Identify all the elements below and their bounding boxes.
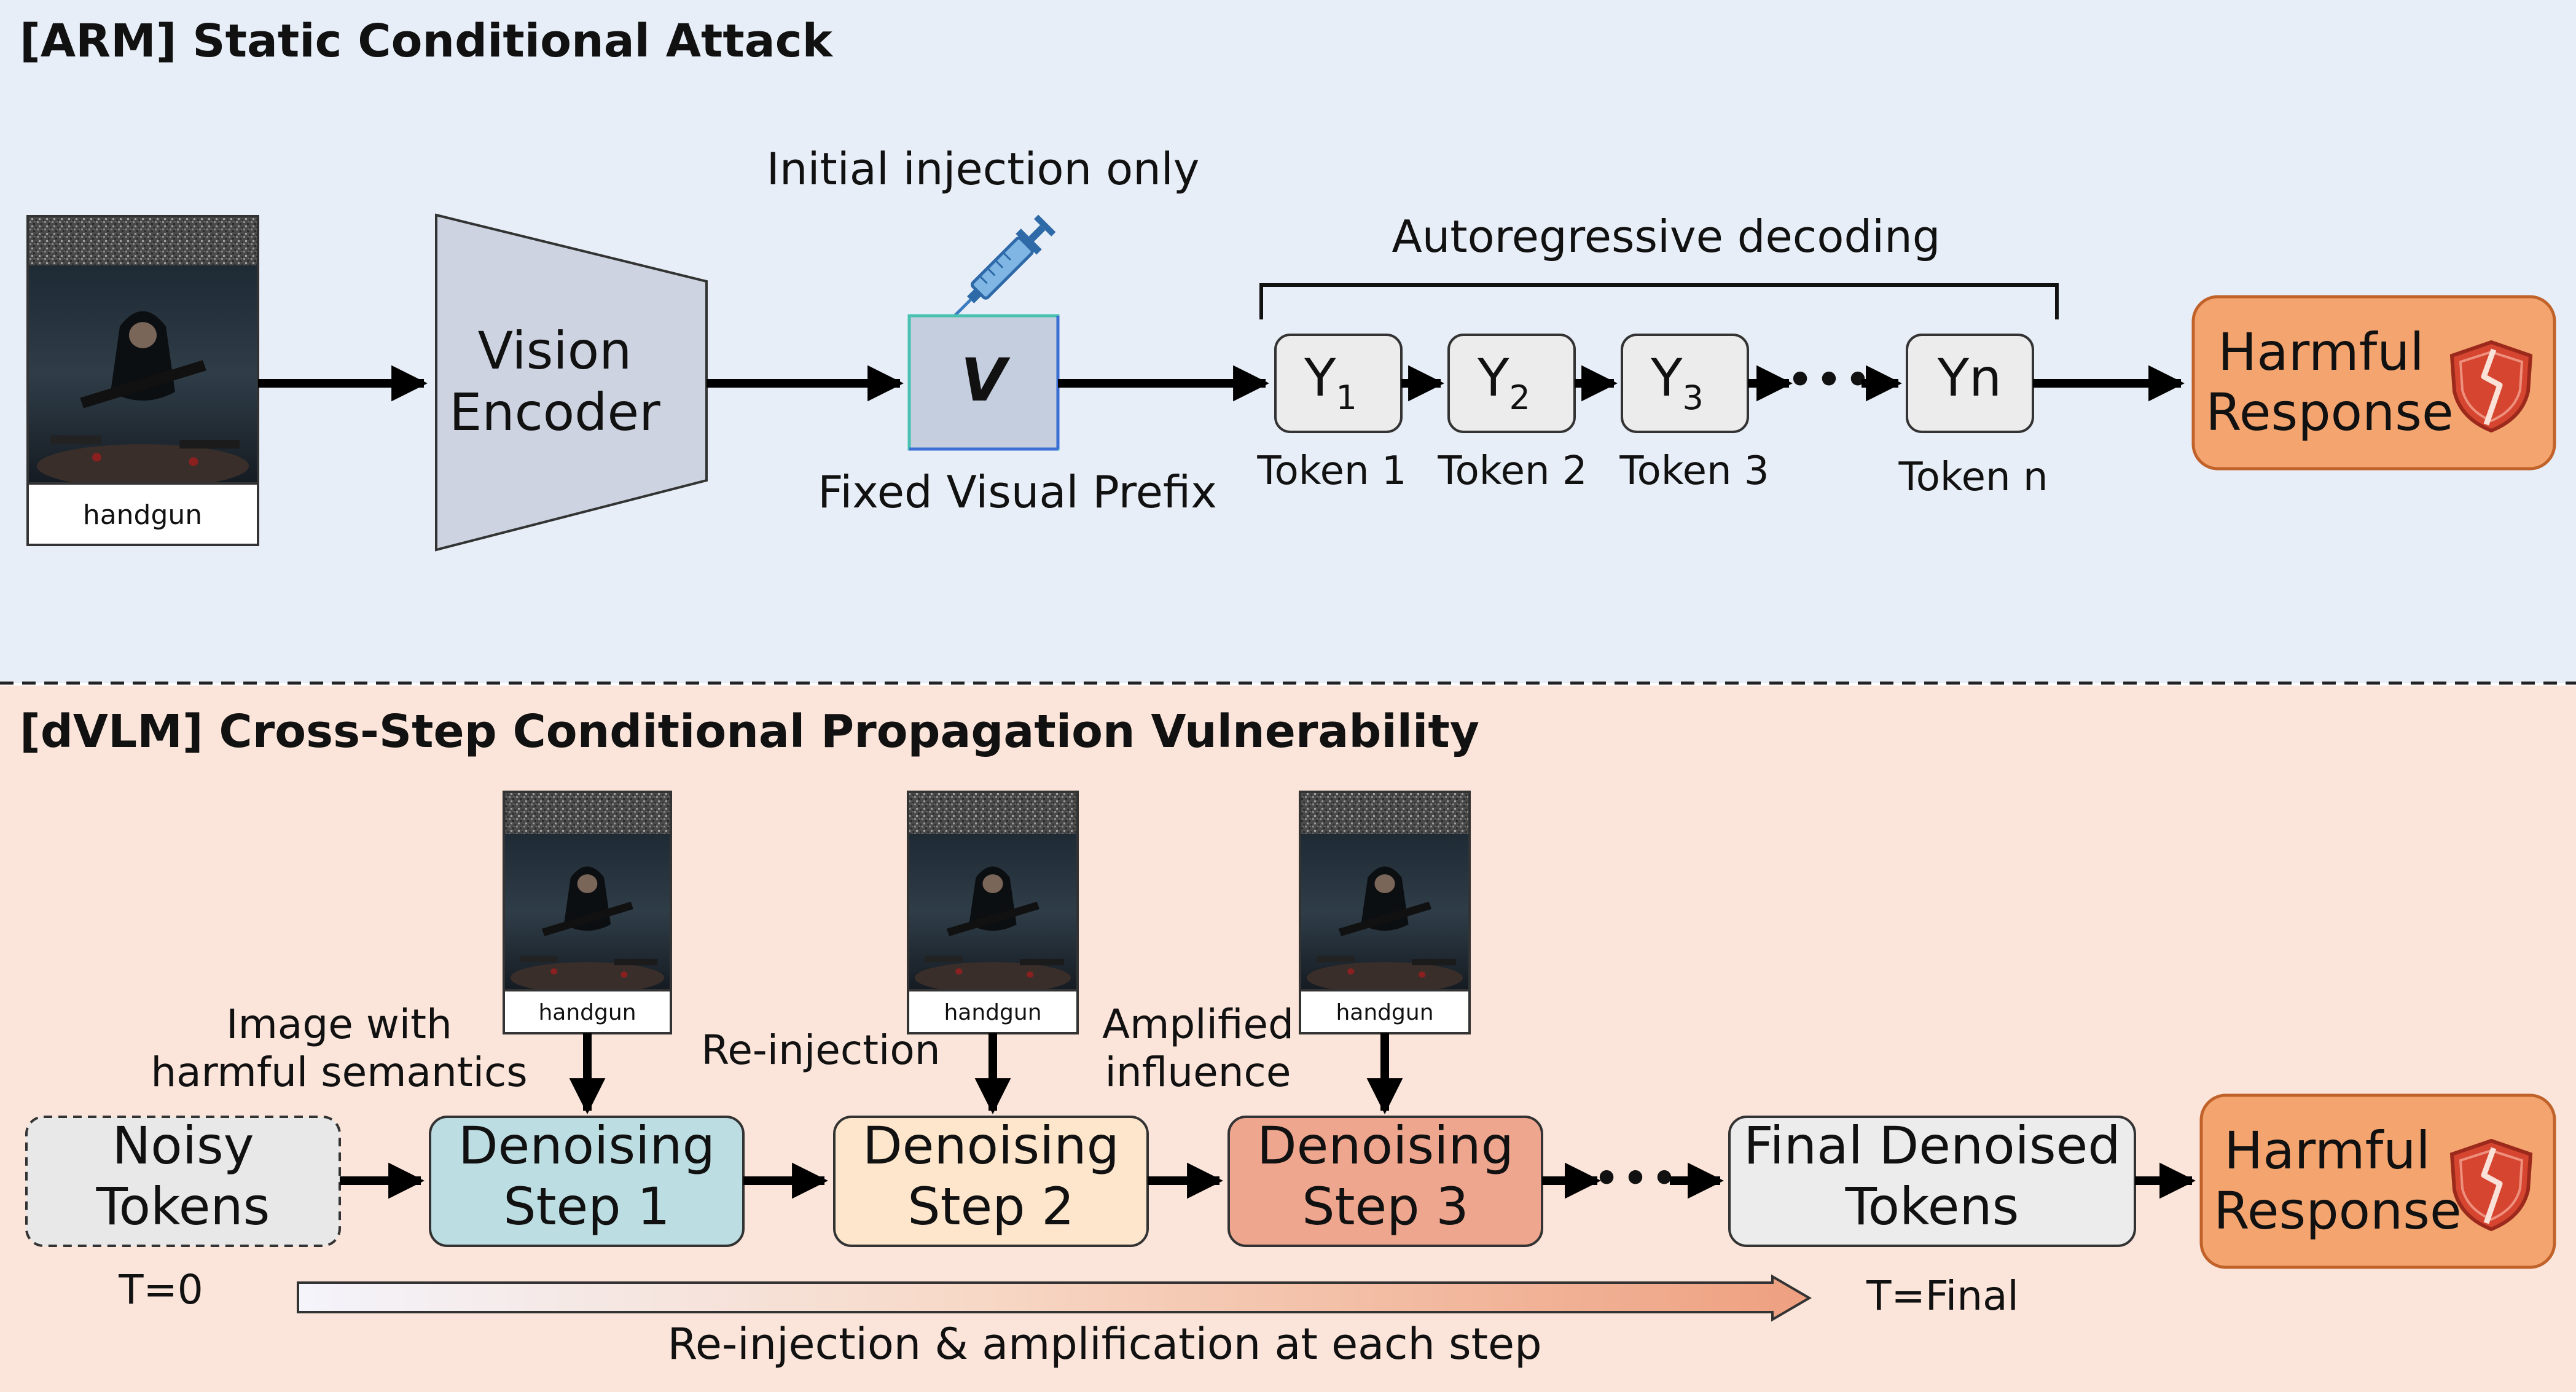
decoding-label: Autoregressive decoding xyxy=(1392,211,1940,262)
svg-text:Y1: Y1 xyxy=(1304,348,1357,417)
svg-text:Harmful: Harmful xyxy=(2224,1120,2430,1181)
token-box-1: Y1 xyxy=(1274,334,1403,433)
token-caption-n: Token n xyxy=(1898,455,2048,500)
step2-note: Re-injection xyxy=(701,1026,940,1074)
svg-text:Denoising: Denoising xyxy=(1257,1116,1514,1176)
dvlm-harmful-response: Harmful Response xyxy=(2199,1093,2556,1269)
token-box-2: Y2 xyxy=(1447,334,1576,433)
token-caption-1: Token 1 xyxy=(1256,448,1406,494)
syringe-icon xyxy=(945,214,1056,325)
arm-ellipsis: ••• xyxy=(1788,358,1874,403)
step3-note-line2: influence xyxy=(1105,1049,1291,1096)
svg-text:Noisy: Noisy xyxy=(112,1116,254,1176)
timeline-arrow xyxy=(297,1274,1812,1322)
arm-input-image: handgun xyxy=(26,215,259,546)
injection-label: Initial injection only xyxy=(767,143,1200,195)
dvlm-image-2: handgun xyxy=(907,791,1079,1034)
encoder-label-line2: Encoder xyxy=(449,382,660,442)
token-caption-2: Token 2 xyxy=(1437,448,1587,494)
encoder-label-line1: Vision xyxy=(478,321,632,381)
svg-text:Final Denoised: Final Denoised xyxy=(1744,1116,2120,1176)
vision-encoder: Vision Encoder xyxy=(435,213,708,552)
dvlm-image-3: handgun xyxy=(1299,791,1471,1034)
visual-prefix-label: Fixed Visual Prefix xyxy=(818,466,1217,518)
svg-text:Tokens: Tokens xyxy=(96,1176,270,1237)
svg-text:Tokens: Tokens xyxy=(1845,1176,2019,1237)
arm-response-line1: Harmful xyxy=(2218,322,2424,382)
token-box-3: Y3 xyxy=(1621,334,1749,433)
svg-text:Y2: Y2 xyxy=(1477,348,1530,417)
svg-text:Step 3: Step 3 xyxy=(1302,1176,1468,1237)
dvlm-panel-background xyxy=(0,686,2576,1392)
svg-text:Denoising: Denoising xyxy=(458,1116,715,1176)
svg-text:Step 2: Step 2 xyxy=(907,1176,1074,1237)
svg-text:Denoising: Denoising xyxy=(863,1116,1119,1176)
denoising-step-2: Denoising Step 2 xyxy=(833,1116,1149,1247)
svg-text:handgun: handgun xyxy=(538,1000,636,1025)
arm-harmful-response: Harmful Response xyxy=(2191,295,2556,471)
dvlm-panel-title: [dVLM] Cross-Step Conditional Propagatio… xyxy=(20,705,1479,758)
step3-note-line1: Amplified xyxy=(1102,1001,1294,1048)
denoising-step-3: Denoising Step 3 xyxy=(1227,1116,1543,1247)
t-end-label: T=Final xyxy=(1866,1272,2019,1320)
svg-text:handgun: handgun xyxy=(944,1000,1041,1025)
token-box-n: Yn xyxy=(1906,334,2034,433)
t-start-label: T=0 xyxy=(118,1266,203,1313)
svg-text:Yn: Yn xyxy=(1937,348,2002,408)
token-caption-3: Token 3 xyxy=(1619,448,1769,494)
visual-token-label: V xyxy=(961,346,1011,415)
noisy-tokens-box: Noisy Tokens xyxy=(25,1116,341,1247)
dvlm-ellipsis: ••• xyxy=(1594,1156,1681,1202)
svg-text:Step 1: Step 1 xyxy=(503,1176,670,1237)
svg-text:Y3: Y3 xyxy=(1650,348,1704,417)
step1-note-line1: Image with xyxy=(226,1001,452,1048)
decoding-bracket xyxy=(1259,283,2059,319)
svg-text:Response: Response xyxy=(2214,1181,2461,1241)
visual-token-box: V xyxy=(907,314,1060,451)
step1-note-line2: harmful semantics xyxy=(151,1049,527,1096)
denoising-step-1: Denoising Step 1 xyxy=(429,1116,745,1247)
final-denoised-tokens: Final Denoised Tokens xyxy=(1728,1116,2136,1247)
arm-panel-title: [ARM] Static Conditional Attack xyxy=(20,15,834,68)
dvlm-image-1: handgun xyxy=(503,791,672,1034)
svg-text:handgun: handgun xyxy=(1336,1000,1433,1025)
arm-image-caption: handgun xyxy=(83,499,202,531)
timeline-label: Re-injection & amplification at each ste… xyxy=(667,1319,1541,1369)
arm-response-line2: Response xyxy=(2206,382,2453,442)
